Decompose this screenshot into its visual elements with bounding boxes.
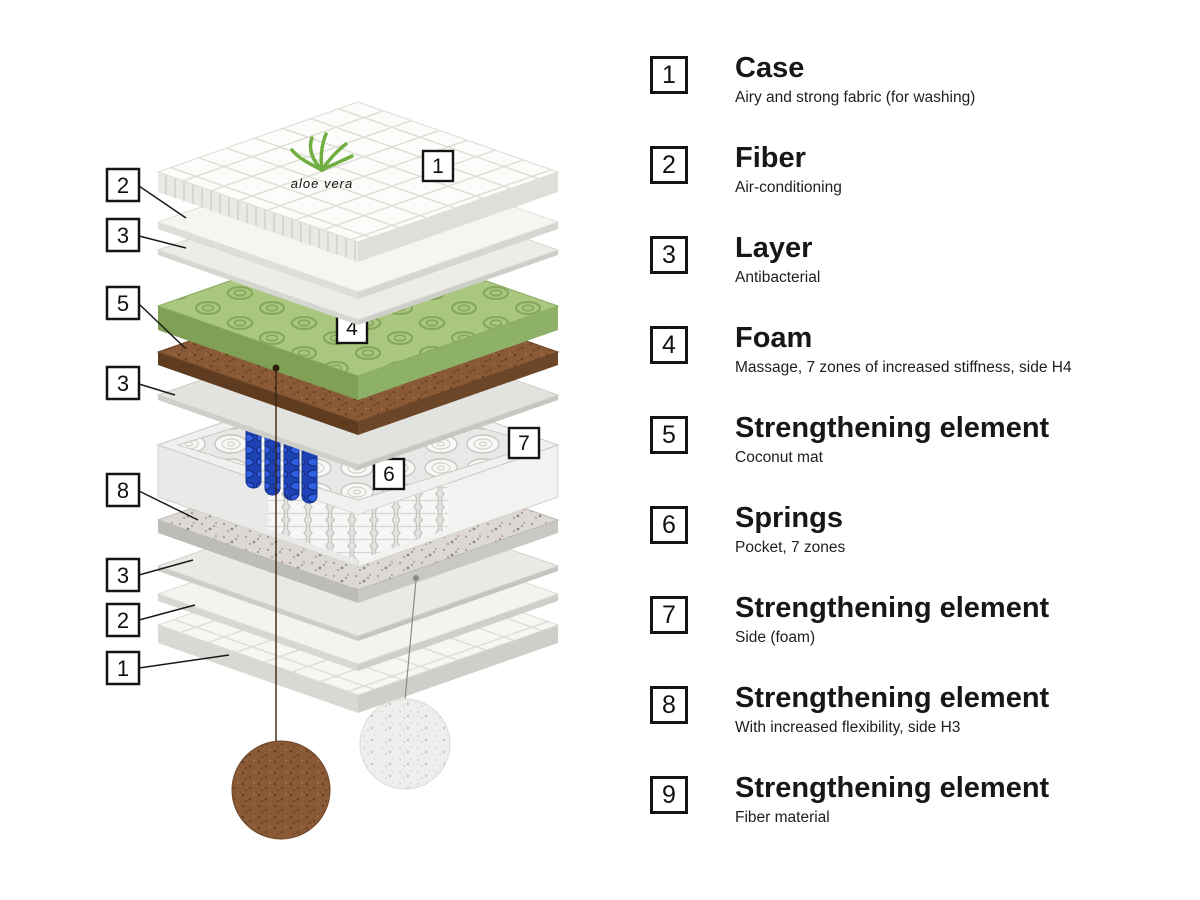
legend-title: Foam [735,322,813,354]
legend-number-box: 5 [650,416,688,454]
legend-title: Springs [735,502,843,534]
legend-number-box: 6 [650,506,688,544]
legend-number: 8 [662,690,676,719]
callout-number: 8 [117,478,129,503]
legend-title: Case [735,52,805,84]
legend-subtitle: Pocket, 7 zones [735,539,846,557]
fiber-sample-circle [359,698,451,790]
legend: 1 Case Airy and strong fabric (for washi… [650,52,1072,862]
legend-number: 7 [662,600,676,629]
legend-number-box: 3 [650,236,688,274]
legend-number: 6 [662,510,676,539]
legend-number-box: 1 [650,56,688,94]
side-callouts: 2 3 5 3 8 3 2 [105,167,141,686]
callout-number: 3 [117,223,129,248]
legend-number: 2 [662,150,676,179]
layer-case-top: aloe vera 1 [156,101,560,262]
legend-number: 9 [662,780,676,809]
fiber-sample [359,575,451,790]
legend-item-foam: 4 Foam Massage, 7 zones of increased sti… [650,322,1072,412]
aloe-vera-text: aloe vera [291,176,353,191]
leader-lines [138,185,230,669]
legend-number-box: 2 [650,146,688,184]
callout-fiber-top: 2 [105,167,141,203]
mattress-exploded-diagram: 6 7 4 [105,101,560,840]
legend-title: Strengthening element [735,682,1050,714]
callout-number: 3 [117,371,129,396]
legend-item-springs: 6 Springs Pocket, 7 zones [650,502,1072,592]
legend-item-layer: 3 Layer Antibacterial [650,232,1072,322]
callout-number: 1 [117,656,129,681]
aloe-vera-logo: aloe vera [290,132,354,191]
callout-flex-strengthening: 8 [105,472,141,508]
callout-number: 3 [117,563,129,588]
side-foam-number-label: 7 [518,432,530,455]
legend-item-flex: 8 Strengthening element With increased f… [650,682,1072,772]
callout-number: 5 [117,291,129,316]
legend-subtitle: Massage, 7 zones of increased stiffness,… [735,359,1072,377]
callout-layer-top: 3 [105,217,141,253]
callout-springs: 6 [372,457,406,491]
callout-fiber-bottom: 2 [105,602,141,638]
legend-title: Strengthening element [735,592,1050,624]
legend-title: Strengthening element [735,412,1050,444]
legend-title: Strengthening element [735,772,1050,804]
legend-number: 5 [662,420,676,449]
legend-number-box: 8 [650,686,688,724]
legend-subtitle: With increased flexibility, side H3 [735,719,961,737]
legend-number-box: 4 [650,326,688,364]
legend-number: 4 [662,330,676,359]
legend-item-coconut: 5 Strengthening element Coconut mat [650,412,1072,502]
legend-subtitle: Airy and strong fabric (for washing) [735,89,976,107]
legend-subtitle: Side (foam) [735,629,816,647]
coconut-sample [231,364,331,840]
legend-number-box: 9 [650,776,688,814]
legend-item-side-foam: 7 Strengthening element Side (foam) [650,592,1072,682]
coconut-sample-circle [231,740,331,840]
callout-case-bottom: 1 [105,650,141,686]
legend-subtitle: Coconut mat [735,449,823,467]
callout-layer-bottom: 3 [105,557,141,593]
legend-item-fiber: 2 Fiber Air-conditioning [650,142,1072,232]
callout-side-foam: 7 [507,426,541,460]
legend-subtitle: Antibacterial [735,269,821,287]
legend-subtitle: Fiber material [735,809,830,827]
legend-title: Layer [735,232,813,264]
legend-number: 1 [662,60,676,89]
legend-number: 3 [662,240,676,269]
callout-layer-middle: 3 [105,365,141,401]
callout-coconut: 5 [105,285,141,321]
legend-title: Fiber [735,142,806,174]
callout-number: 2 [117,173,129,198]
legend-number-box: 7 [650,596,688,634]
callout-number: 2 [117,608,129,633]
case-number-label: 1 [432,155,444,178]
legend-item-fiber-material: 9 Strengthening element Fiber material [650,772,1072,862]
springs-number-label: 6 [383,463,395,486]
callout-case-top: 1 [421,149,455,183]
legend-item-case: 1 Case Airy and strong fabric (for washi… [650,52,1072,142]
legend-subtitle: Air-conditioning [735,179,842,197]
